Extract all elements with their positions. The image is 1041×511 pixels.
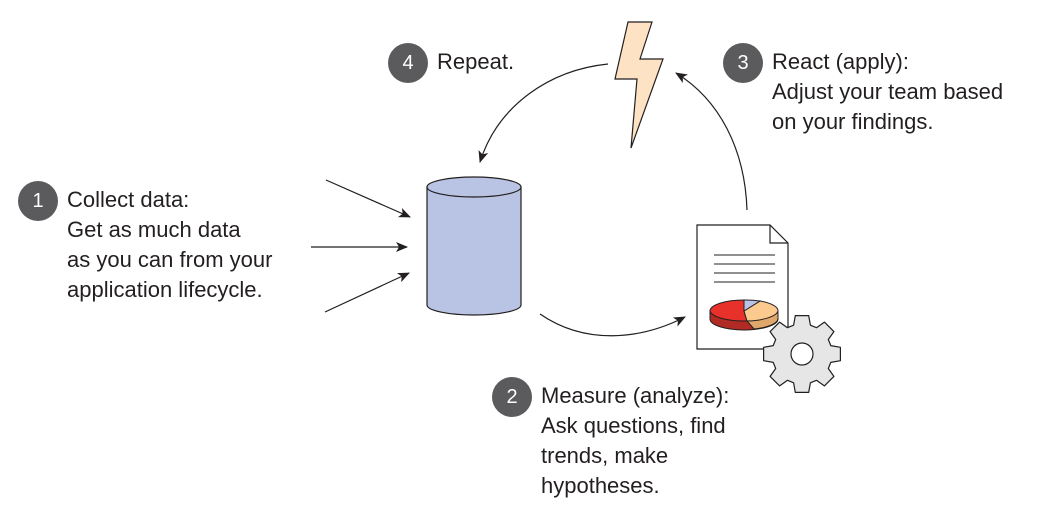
step-description-line: application lifecycle.: [67, 277, 263, 302]
step-description-line: Get as much data: [67, 217, 241, 242]
step-description-line: hypotheses.: [541, 473, 660, 498]
step-description-line: trends, make: [541, 443, 669, 468]
step-text: Measure (analyze): Ask questions, find t…: [541, 381, 729, 501]
gear-icon: [763, 315, 841, 393]
lightning-bolt-icon: [614, 21, 664, 149]
react-arrow: [675, 72, 748, 211]
database-cylinder-icon: [426, 176, 522, 316]
incoming-data-arrow-top: [325, 179, 411, 218]
measure-arrow: [539, 313, 686, 337]
step-description-line: Adjust your team based: [772, 79, 1004, 104]
step-number-badge: 4: [388, 43, 428, 83]
step-description-line: as you can from your: [67, 247, 273, 272]
step-title: React (apply):: [772, 49, 909, 74]
step-text: Repeat.: [437, 47, 514, 77]
incoming-data-arrow-bottom: [324, 272, 410, 313]
repeat-arrow: [478, 63, 609, 163]
step-text: React (apply): Adjust your team based on…: [772, 47, 1003, 137]
pie-chart-icon: [709, 299, 779, 331]
step-number-badge: 1: [18, 181, 58, 221]
step-description-line: Ask questions, find: [541, 413, 726, 438]
step-number-badge: 3: [723, 43, 763, 83]
step-number-badge: 2: [492, 377, 532, 417]
step-description-line: on your findings.: [772, 109, 934, 134]
step-title: Collect data:: [67, 187, 190, 212]
step-title: Measure (analyze):: [541, 383, 730, 408]
step-text: Collect data: Get as much data as you ca…: [67, 185, 272, 305]
step-title: Repeat.: [437, 49, 515, 74]
